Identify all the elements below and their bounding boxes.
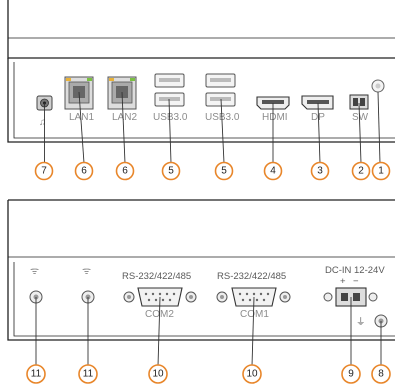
svg-text:5: 5 — [221, 166, 227, 177]
svg-text:5: 5 — [168, 166, 174, 177]
svg-text:3: 3 — [317, 166, 323, 177]
bottom-callouts: 11 11 10 10 9 8 — [26, 364, 391, 384]
callout-6a: 6 — [74, 161, 94, 181]
dc-in-label: DC-IN 12-24V — [325, 265, 385, 276]
svg-text:7: 7 — [41, 166, 47, 177]
switch-connector: SW — [349, 94, 369, 123]
ground-symbol-icon: ⏚ — [356, 317, 366, 328]
callout-7: 7 — [34, 161, 54, 181]
lan2-port: LAN2 — [107, 76, 137, 123]
wifi-antenna-icon: ᯤ — [82, 266, 91, 277]
svg-text:10: 10 — [246, 369, 258, 380]
top-panel — [7, 0, 395, 143]
usb-b-label: USB3.0 — [205, 112, 240, 123]
callout-10a: 10 — [148, 364, 168, 384]
callout-11b: 11 — [78, 364, 98, 384]
svg-text:2: 2 — [358, 166, 364, 177]
com1-label: COM1 — [240, 309, 269, 320]
com2-standard-label: RS-232/422/485 — [122, 271, 191, 282]
com2-port: RS-232/422/485 COM2 — [122, 271, 197, 320]
svg-text:8: 8 — [378, 369, 384, 380]
sw-label: SW — [352, 112, 369, 123]
hdmi-label: HDMI — [262, 112, 288, 123]
callout-1: 1 — [371, 161, 391, 181]
wifi-antenna-icon: ᯤ — [30, 266, 39, 277]
top-leader-lines — [44, 91, 381, 164]
com1-standard-label: RS-232/422/485 — [217, 271, 286, 282]
svg-text:6: 6 — [81, 166, 87, 177]
callout-8: 8 — [371, 364, 391, 384]
headphone-icon: ♫ — [39, 117, 47, 128]
callout-9: 9 — [341, 364, 361, 384]
bottom-panel — [7, 199, 395, 341]
usb-a-label: USB3.0 — [153, 112, 188, 123]
plus-label: + — [340, 276, 346, 287]
callout-2: 2 — [351, 161, 371, 181]
callout-5a: 5 — [161, 161, 181, 181]
usb-port-pair-a: USB3.0 — [153, 73, 188, 123]
callout-6b: 6 — [115, 161, 135, 181]
callout-11a: 11 — [26, 364, 46, 384]
led-indicator-icon — [371, 79, 385, 93]
ground-screw-icon: ⏚ — [356, 314, 388, 328]
lan1-label: LAN1 — [69, 112, 94, 123]
top-callouts: 7 6 6 5 5 4 3 2 — [34, 161, 391, 181]
svg-text:10: 10 — [152, 369, 164, 380]
svg-text:11: 11 — [31, 369, 42, 380]
callout-4: 4 — [263, 161, 283, 181]
dc-in-port: DC-IN 12-24V + − — [323, 265, 385, 307]
callout-5b: 5 — [214, 161, 234, 181]
usb-port-pair-b: USB3.0 — [205, 73, 240, 123]
displayport-port: DP — [301, 95, 334, 123]
callout-10b: 10 — [242, 364, 262, 384]
bottom-leader-lines — [35, 296, 382, 367]
svg-text:4: 4 — [270, 166, 276, 177]
lan2-label: LAN2 — [112, 112, 137, 123]
svg-text:6: 6 — [122, 166, 128, 177]
callout-3: 3 — [310, 161, 330, 181]
svg-text:9: 9 — [348, 369, 354, 380]
svg-text:11: 11 — [83, 369, 94, 380]
svg-text:1: 1 — [378, 166, 384, 177]
minus-label: − — [353, 276, 359, 287]
